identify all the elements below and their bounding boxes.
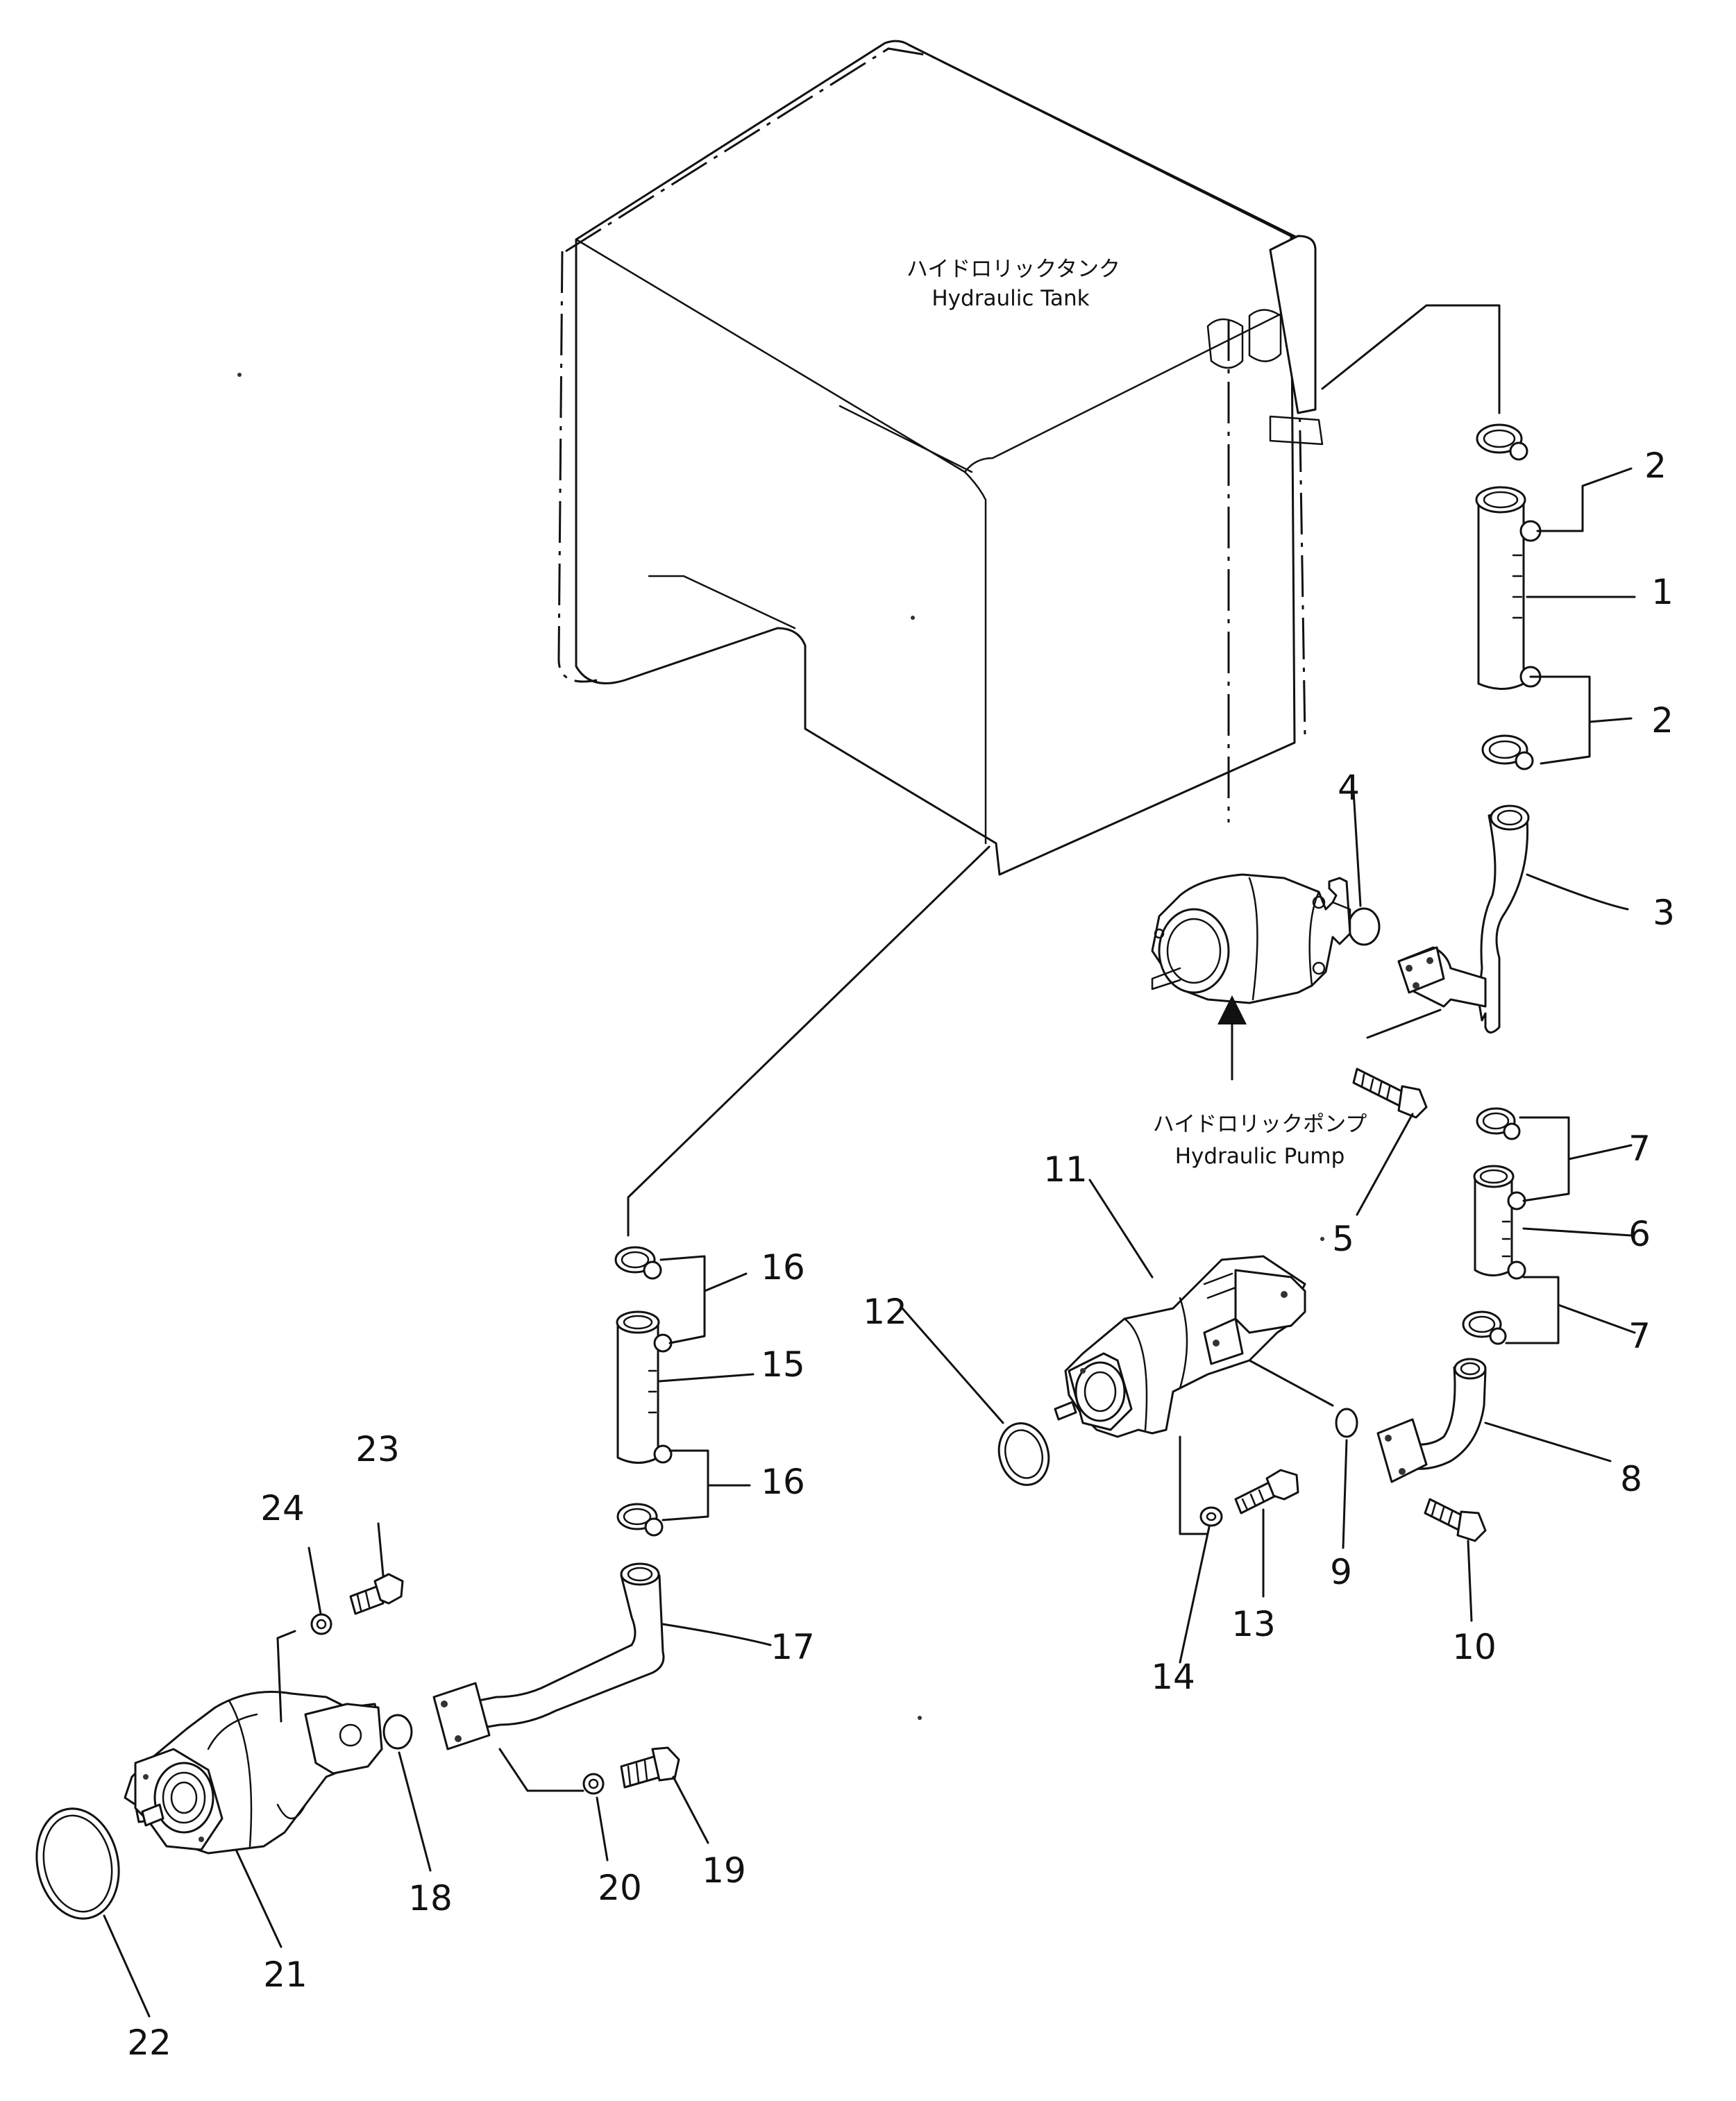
leader-tank-to-clamp [1321, 304, 1501, 414]
leader-16b [661, 1449, 709, 1521]
part-number-16b: 16 [761, 1462, 805, 1502]
clamp-16-top [614, 1246, 662, 1280]
o-ring-22 [35, 1807, 120, 1920]
leader-17 [661, 1623, 772, 1646]
part-number-4: 4 [1338, 768, 1360, 808]
part-number-7a: 7 [1628, 1129, 1651, 1169]
pump-label-jp: ハイドロリックポンプ [1153, 1112, 1367, 1137]
bolt-10 [1424, 1498, 1487, 1542]
leader-23 [377, 1522, 385, 1577]
hose-1 [1475, 486, 1542, 690]
part-number-6: 6 [1628, 1214, 1651, 1254]
leader-5 [1356, 1113, 1414, 1216]
o-ring-4 [1347, 907, 1381, 946]
pipe-8 [1376, 1358, 1487, 1483]
part-number-23: 23 [355, 1429, 400, 1469]
bolt-5 [1352, 1068, 1428, 1119]
leader-22 [103, 1914, 151, 2018]
part-number-7b: 7 [1628, 1316, 1651, 1356]
leader-12 [901, 1307, 1004, 1424]
hose-6 [1473, 1165, 1526, 1280]
part-number-16a: 16 [761, 1247, 805, 1288]
part-number-11: 11 [1043, 1149, 1088, 1190]
pipe-17 [432, 1562, 665, 1750]
leader-8 [1484, 1421, 1612, 1462]
part-number-14: 14 [1151, 1657, 1195, 1697]
part-number-18: 18 [408, 1878, 453, 1918]
leader-18 [398, 1751, 432, 1872]
pump-21 [124, 1691, 383, 1855]
leader-21 [235, 1848, 283, 1948]
part-number-5: 5 [1332, 1219, 1354, 1259]
leader-20 [596, 1796, 609, 1862]
o-ring-12 [997, 1422, 1050, 1486]
leader-14 [1179, 1526, 1211, 1664]
leader-6 [1522, 1227, 1633, 1237]
leader-16a [659, 1255, 706, 1344]
part-number-8: 8 [1620, 1459, 1642, 1499]
leader-2a [1536, 467, 1633, 532]
leader-15 [658, 1373, 755, 1383]
leader-9 [1342, 1439, 1348, 1549]
leader-7b [1505, 1276, 1560, 1344]
tank-label-en: Hydraulic Tank [932, 286, 1089, 311]
washer-24 [310, 1613, 332, 1635]
part-number-3: 3 [1653, 893, 1675, 933]
clamp-7-top [1476, 1107, 1521, 1140]
o-ring-18 [382, 1714, 413, 1750]
part-number-21: 21 [263, 1955, 307, 1995]
bolt-23 [349, 1573, 404, 1615]
hose-15 [616, 1310, 673, 1464]
part-number-20: 20 [598, 1868, 642, 1908]
hydraulic-tank [557, 40, 1324, 876]
part-number-2b: 2 [1651, 700, 1674, 741]
part-number-22: 22 [127, 2023, 171, 2063]
clamp-2-bottom [1481, 734, 1534, 770]
part-number-17: 17 [770, 1627, 815, 1667]
leader-2b [1529, 675, 1591, 765]
pipe-3 [1397, 804, 1530, 1033]
washer-14 [1199, 1506, 1223, 1527]
part-number-24: 24 [260, 1488, 305, 1528]
part-number-15: 15 [761, 1344, 805, 1385]
leader-tank-to-clamp-16 [627, 845, 991, 1237]
part-number-12: 12 [863, 1292, 907, 1332]
leader-7a [1519, 1116, 1570, 1202]
clamp-16-bottom [616, 1503, 664, 1537]
leader-3 [1526, 873, 1629, 911]
part-number-10: 10 [1452, 1627, 1497, 1667]
clamp-2-top [1476, 423, 1528, 461]
hydraulic-pump-reference [1151, 873, 1351, 1004]
tank-label-jp: ハイドロリックタンク [907, 257, 1120, 282]
part-number-1: 1 [1651, 572, 1674, 612]
bolt-19 [620, 1746, 680, 1789]
clamp-7-bottom [1462, 1310, 1507, 1345]
leader-10 [1467, 1539, 1473, 1622]
part-number-13: 13 [1231, 1604, 1276, 1644]
o-ring-9 [1335, 1408, 1358, 1438]
bolt-13 [1234, 1469, 1299, 1514]
part-number-2a: 2 [1644, 446, 1667, 486]
leader-24 [307, 1546, 322, 1615]
pump-label-en: Hydraulic Pump [1175, 1144, 1345, 1169]
part-number-19: 19 [702, 1850, 746, 1891]
leader-19 [672, 1775, 709, 1844]
washer-20 [582, 1773, 605, 1795]
pump-11 [1054, 1255, 1306, 1438]
part-number-9: 9 [1330, 1552, 1352, 1592]
leader-4 [1352, 790, 1362, 907]
leader-11 [1088, 1179, 1154, 1279]
